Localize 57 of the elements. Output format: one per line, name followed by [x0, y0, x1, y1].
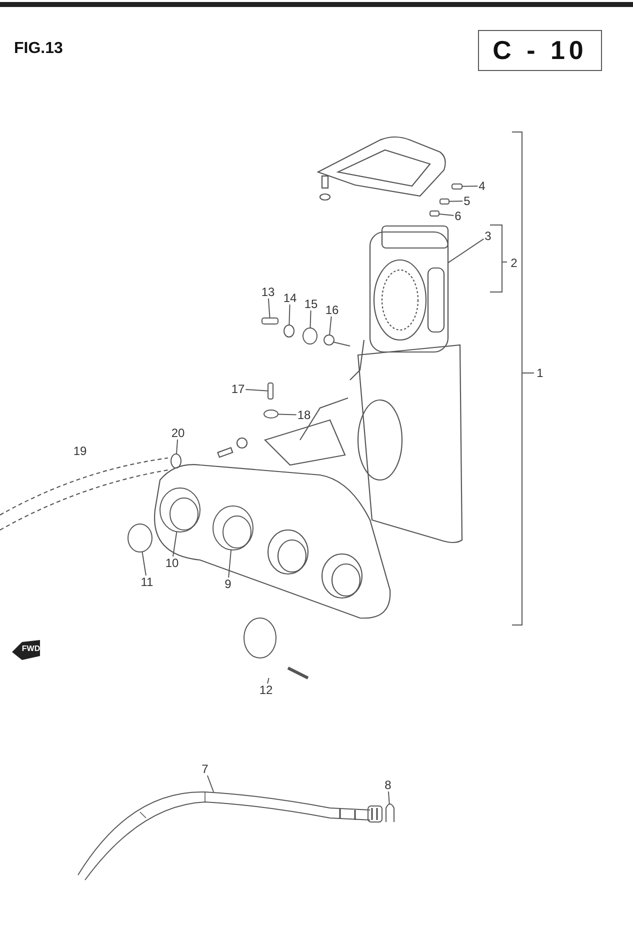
filter-element-drawing: [369, 225, 449, 353]
figure-title: FIG.13: [14, 40, 63, 58]
callout-number: 14: [282, 292, 298, 304]
callout-number: 8: [384, 778, 392, 792]
cushion-drawing: [302, 328, 318, 344]
callout-number: 17: [230, 382, 246, 396]
callout-number: 16: [324, 304, 340, 316]
screw-drawing: [452, 184, 462, 190]
boot-drawing: [160, 488, 200, 532]
screw-drawing: [268, 382, 274, 400]
cable-drawing: [78, 792, 382, 880]
callout-number: 4: [478, 180, 486, 192]
cap-drawing: [128, 524, 152, 552]
spacer-drawing: [430, 210, 440, 216]
leader-line: [388, 791, 390, 804]
callout-number: 3: [484, 230, 492, 242]
clip-drawing: [386, 804, 394, 822]
leader-line: [176, 439, 178, 454]
leader-line: [228, 550, 232, 578]
callout-number: 13: [260, 286, 276, 298]
leader-line: [329, 316, 332, 336]
page-code-box: C - 10: [478, 30, 602, 70]
leader-line: [172, 532, 178, 557]
fwd-label: FWD: [20, 642, 42, 654]
leader-line: [142, 552, 146, 576]
leader-line: [462, 186, 478, 187]
callout-number: 12: [258, 684, 274, 696]
callout-number: 9: [224, 578, 232, 590]
leader-line: [245, 388, 268, 392]
callout-number: 18: [296, 408, 312, 422]
leader-line: [438, 213, 454, 216]
callout-number: 5: [462, 194, 472, 208]
collar-drawing: [324, 334, 334, 346]
callout-number: 2: [510, 256, 518, 270]
bolt-drawing: [262, 318, 278, 324]
leader-line: [278, 414, 297, 416]
grommet-drawing: [440, 198, 450, 204]
callout-number: 19: [72, 444, 88, 458]
leader-line: [310, 310, 312, 328]
callout-number: 11: [140, 576, 154, 588]
callout-number: 10: [164, 556, 180, 570]
washer-drawing: [284, 324, 294, 338]
callout-number: 6: [454, 210, 462, 222]
callout-number: 1: [536, 366, 544, 380]
leader-line: [206, 775, 214, 792]
washer-drawing: [264, 410, 278, 418]
boot-drawing: [212, 506, 254, 550]
callout-number: 20: [170, 426, 186, 440]
clamp-drawing: [244, 618, 309, 680]
leader-line: [448, 238, 484, 264]
clip-drawing: [170, 454, 182, 468]
leader-line: [268, 298, 270, 318]
leader-line: [267, 678, 270, 684]
callout-number: 15: [303, 298, 319, 310]
leader-line: [288, 304, 290, 326]
leader-line: [448, 200, 464, 202]
callout-number: 7: [200, 762, 210, 776]
